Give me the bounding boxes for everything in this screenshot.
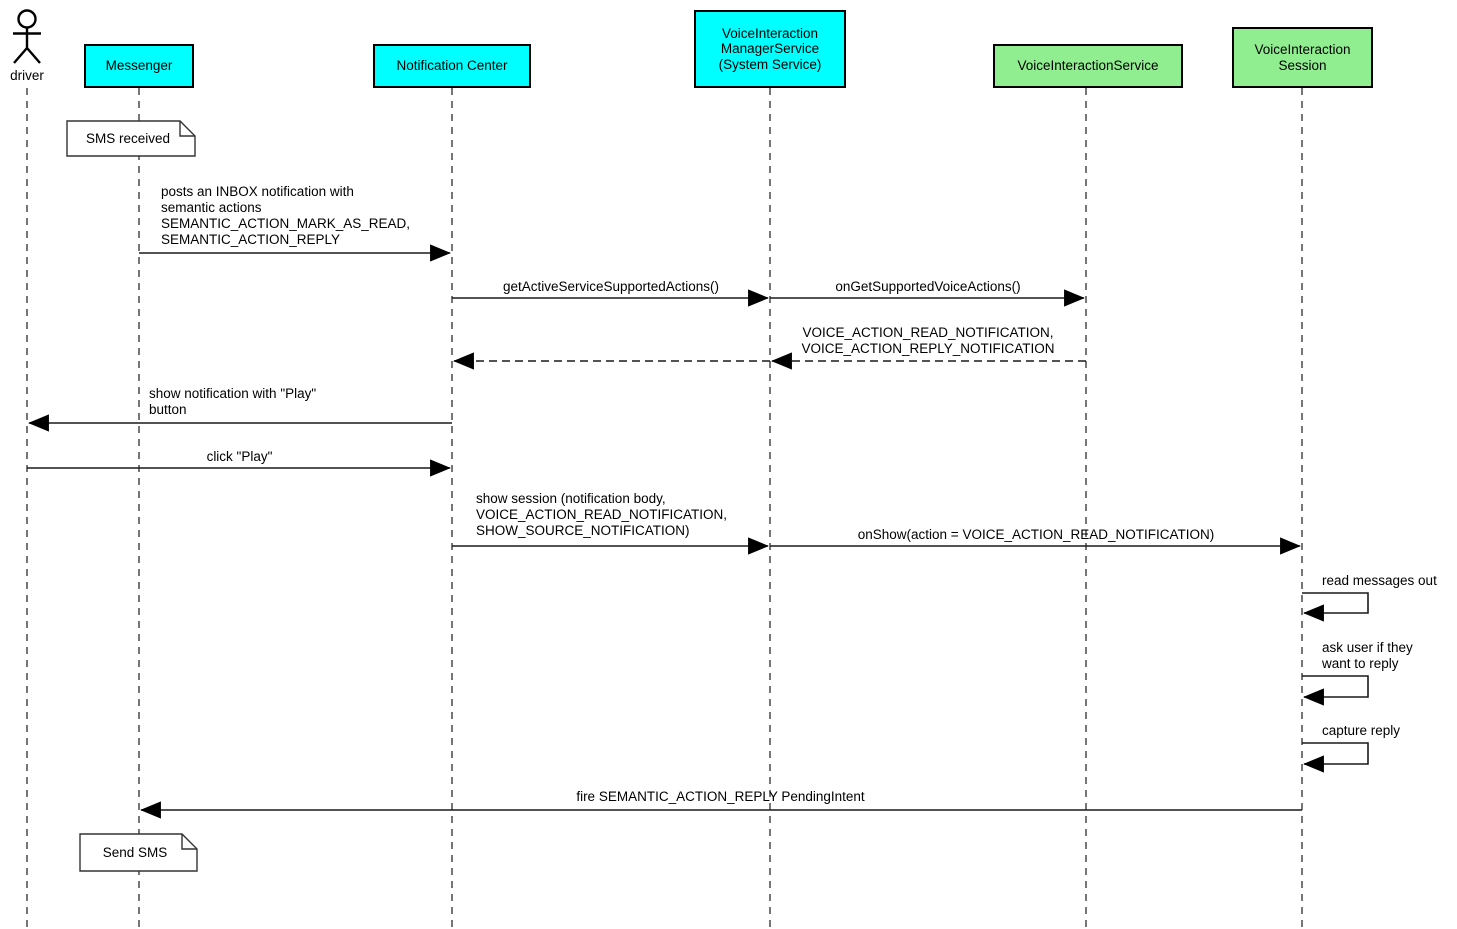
message-label-read-messages-out: read messages out [1322,573,1437,588]
self-loop-capture-reply [1302,742,1369,773]
message-label-show-session: show session (notification body, VOICE_A… [476,491,728,538]
participant-messenger: Messenger [84,44,194,88]
message-label-capture-reply: capture reply [1322,723,1401,738]
participant-voiceinteraction-session-label: VoiceInteraction Session [1254,42,1351,73]
participant-voiceinteraction-session: VoiceInteraction Session [1232,27,1373,88]
self-loop-ask-user-reply [1302,675,1369,706]
participant-voiceinteraction-managerservice-label: VoiceInteraction ManagerService (System … [718,25,822,72]
message-label-fire-pending-intent: fire SEMANTIC_ACTION_REPLY PendingIntent [576,789,865,804]
message-label-on-show: onShow(action = VOICE_ACTION_READ_NOTIFI… [857,527,1215,542]
actor-figure [13,9,41,64]
message-label-posts-inbox-notification: posts an INBOX notification with semanti… [161,184,411,247]
participant-notification-center: Notification Center [373,44,531,88]
message-label-on-get-supported-voice-actions: onGetSupportedVoiceActions() [835,279,1021,294]
message-label-ask-user-reply: ask user if they want to reply [1322,640,1413,671]
message-label-get-active-service-supported-actions: getActiveServiceSupportedActions() [502,279,720,294]
message-label-show-notification: show notification with "Play" button [149,386,317,417]
note-sms-received: SMS received [85,131,171,146]
message-label-voice-actions-return: VOICE_ACTION_READ_NOTIFICATION, VOICE_AC… [801,325,1055,356]
actor-label: driver [10,68,44,83]
note-send-sms: Send SMS [102,845,168,860]
participant-voiceinteractionservice: VoiceInteractionService [993,44,1183,88]
participant-messenger-label: Messenger [105,58,173,74]
participant-notification-center-label: Notification Center [396,58,508,74]
note-shape-send-sms [79,833,198,872]
participant-voiceinteractionservice-label: VoiceInteractionService [1017,58,1159,74]
message-label-click-play: click "Play" [206,449,273,464]
self-loop-read-messages-out [1302,592,1369,622]
participant-voiceinteraction-managerservice: VoiceInteraction ManagerService (System … [694,10,846,88]
note-shape-sms-received [66,120,196,157]
